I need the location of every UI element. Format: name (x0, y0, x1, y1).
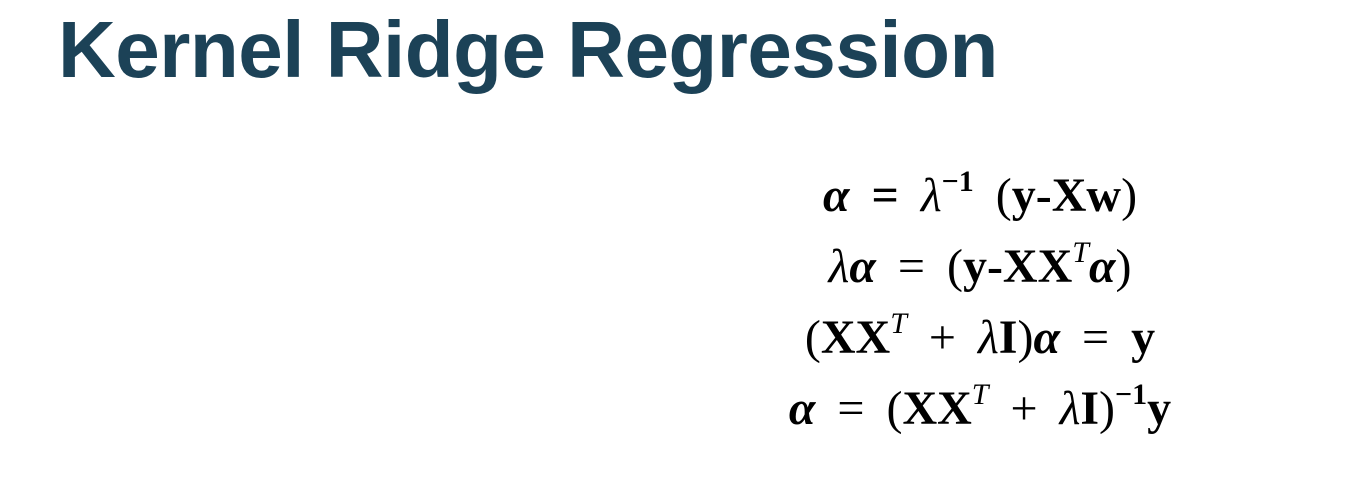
alpha-symbol: α (1033, 311, 1061, 364)
identity-matrix: I (998, 311, 1018, 364)
x-matrix: X (1051, 169, 1087, 222)
alpha-symbol: α (822, 169, 850, 222)
minus-sign: - (986, 240, 1003, 293)
exponent: −1 (1115, 378, 1148, 411)
slide-title: Kernel Ridge Regression (58, 5, 998, 94)
transpose-superscript: T (971, 378, 989, 411)
equation-4: α = (XXT + λI)−1y (680, 373, 1280, 444)
equation-3: (XXT + λI)α = y (680, 302, 1280, 373)
close-paren: ) (1017, 311, 1034, 364)
open-paren: ( (804, 311, 821, 364)
open-paren: ( (886, 382, 903, 435)
close-paren: ) (1099, 382, 1116, 435)
y-vector: y (1147, 382, 1172, 435)
equals-sign: = (897, 240, 925, 293)
equation-1: α = λ−1 (y-Xw) (680, 160, 1280, 231)
alpha-symbol: α (788, 382, 816, 435)
transpose-superscript: T (1072, 236, 1089, 269)
plus-sign: + (1010, 382, 1038, 435)
lambda-symbol: λ (920, 169, 942, 222)
y-vector: y (962, 240, 987, 293)
equals-sign: = (871, 169, 899, 222)
y-vector: y (1131, 311, 1156, 364)
minus-sign: - (1035, 169, 1052, 222)
xx-matrix: XX (820, 311, 891, 364)
alpha-symbol: α (849, 240, 876, 293)
open-paren: ( (946, 240, 963, 293)
exponent: −1 (941, 165, 974, 198)
close-paren: ) (1115, 240, 1132, 293)
open-paren: ( (995, 169, 1012, 222)
equals-sign: = (837, 382, 865, 435)
lambda-symbol: λ (828, 240, 850, 293)
xx-matrix: XX (1002, 240, 1073, 293)
xx-matrix: XX (902, 382, 972, 435)
lambda-symbol: λ (977, 311, 999, 364)
equation-2: λα = (y-XXTα) (680, 231, 1280, 302)
close-paren: ) (1121, 169, 1138, 222)
y-vector: y (1011, 169, 1036, 222)
lambda-symbol: λ (1059, 382, 1081, 435)
transpose-superscript: T (890, 307, 907, 340)
plus-sign: + (928, 311, 956, 364)
equals-sign: = (1082, 311, 1110, 364)
equation-block: α = λ−1 (y-Xw) λα = (y-XXTα) (XXT + λI)α… (680, 160, 1280, 444)
alpha-symbol: α (1088, 240, 1116, 293)
w-vector: w (1086, 169, 1122, 222)
identity-matrix: I (1080, 382, 1100, 435)
